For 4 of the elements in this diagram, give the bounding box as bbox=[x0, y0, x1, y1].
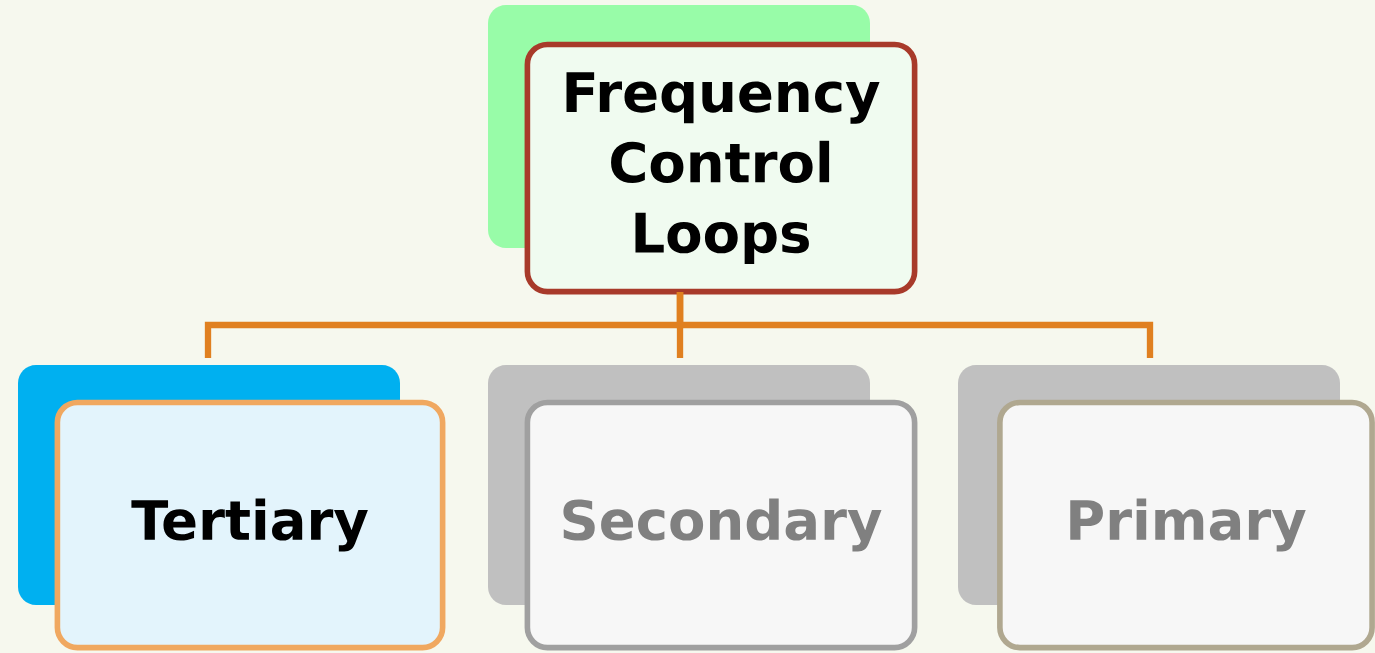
card: Primary bbox=[958, 365, 1375, 651]
card: Tertiary bbox=[18, 365, 446, 651]
card: Frequency Control Loops bbox=[488, 5, 918, 295]
card: Secondary bbox=[488, 365, 918, 651]
